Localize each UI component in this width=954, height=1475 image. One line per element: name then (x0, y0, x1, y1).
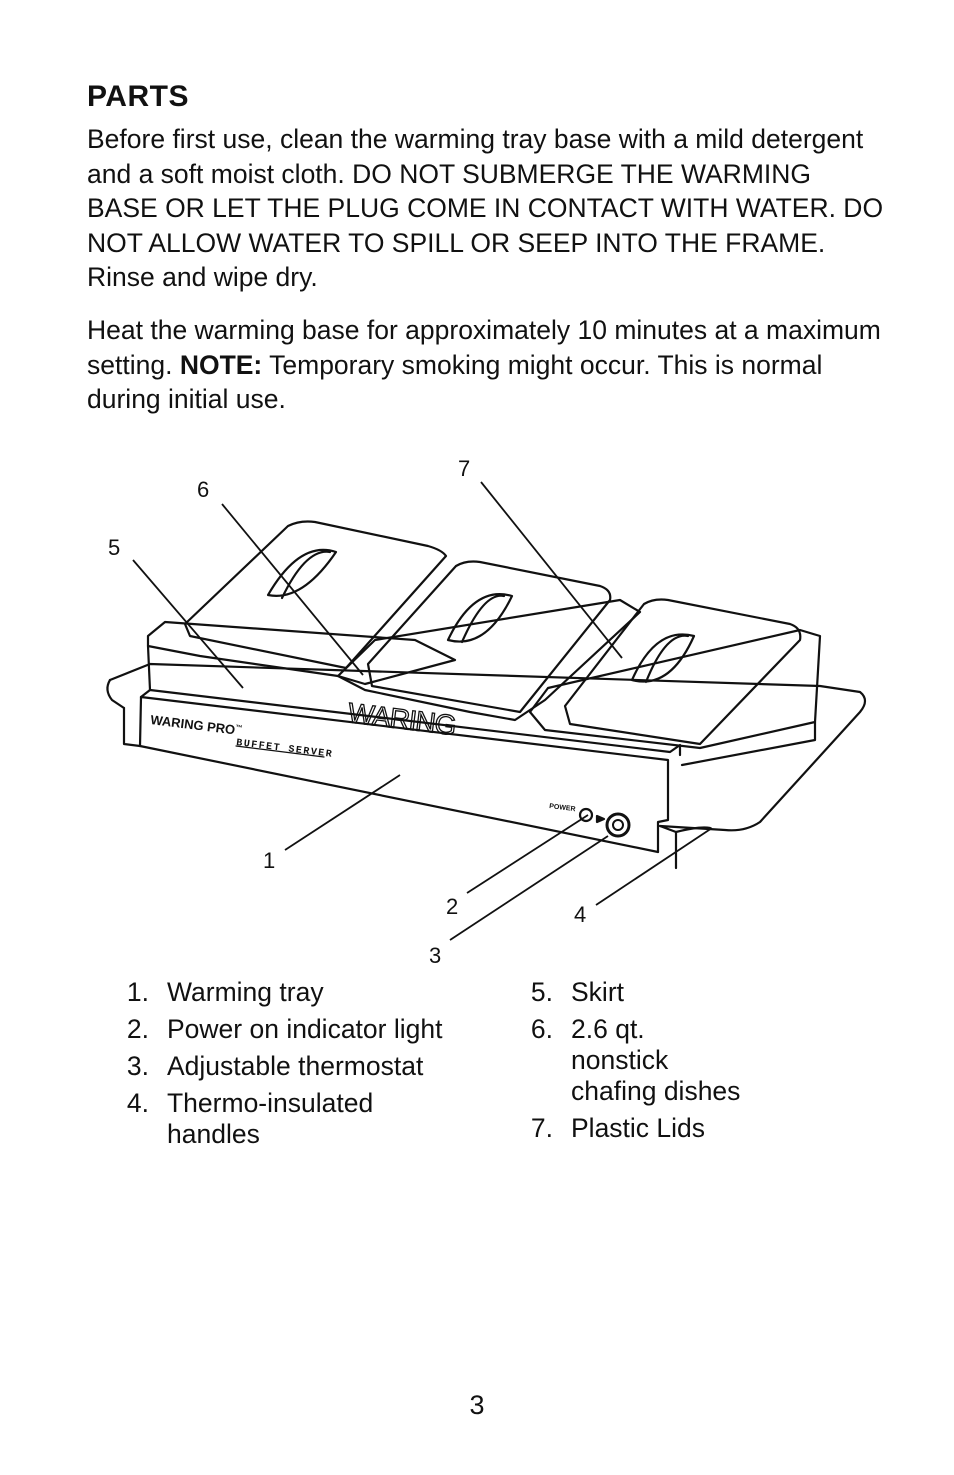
initial-heating-instructions: Heat the warming base for approximately … (87, 313, 887, 417)
note-label: NOTE: (179, 349, 263, 380)
leader-line-2 (466, 814, 589, 894)
leader-line-3 (449, 835, 609, 941)
parts-list-item: 3. Adjustable thermostat (105, 1051, 475, 1082)
lid-middle-handle (446, 593, 514, 644)
parts-list-item: 6. 2.6 qt. nonstick chafing dishes (509, 1014, 829, 1107)
power-label: POWER (549, 803, 576, 813)
leader-line-1 (284, 774, 401, 851)
parts-list-item: 4. Thermo-insulated handles (105, 1088, 475, 1150)
leader-line-7 (480, 481, 623, 659)
callout-3: 3 (429, 943, 441, 968)
lid-middle (366, 560, 612, 714)
part-label: Thermo-insulated handles (167, 1088, 374, 1149)
callout-6: 6 (197, 477, 209, 502)
parts-list-right: 5. Skirt 6. 2.6 qt. nonstick chafing dishe… (509, 977, 829, 1150)
note-text: Temporary smoking might occur. This is n… (87, 349, 823, 415)
buffet-server-diagram: WARING PRO™ BUFFET SERVER WARING POWER 1… (106, 456, 867, 968)
dish-left-side (146, 644, 152, 692)
callout-2: 2 (446, 894, 458, 919)
part-label: Plastic Lids (571, 1113, 706, 1143)
waring-logo: WARING (346, 697, 457, 741)
callout-7: 7 (458, 456, 470, 481)
lid-right (563, 598, 802, 746)
thermostat-knob (605, 812, 631, 838)
dish-right-side (680, 720, 817, 767)
dish-left-rim (146, 620, 457, 686)
product-label: BUFFET SERVER (236, 738, 334, 761)
handle-right (658, 824, 712, 870)
warming-tray-top-edge (139, 688, 682, 757)
dish-right-rim (528, 628, 822, 750)
leader-line-4 (595, 827, 713, 906)
parts-list-left: 1. Warming tray 2. Power on indicator ligh… (105, 977, 475, 1156)
part-number: 1. (126, 977, 149, 1007)
part-label: Adjustable thermostat (167, 1051, 424, 1081)
section-heading: PARTS (87, 80, 189, 113)
lid-left-handle (266, 548, 338, 600)
leader-line-5 (132, 559, 244, 689)
skirt-lip (106, 678, 126, 710)
warming-tray-front (122, 695, 670, 854)
cleaning-instructions: Before first use, clean the warming tray… (87, 124, 884, 292)
skirt-outline (108, 662, 867, 832)
lid-left (183, 520, 448, 670)
part-label: Skirt (571, 977, 624, 1007)
part-number: 3. (126, 1051, 149, 1081)
heating-text: Heat the warming base for approximately … (87, 315, 881, 380)
part-number: 5. (530, 977, 553, 1007)
part-number: 4. (126, 1088, 149, 1118)
power-indicator-light (578, 807, 594, 823)
parts-list-item: 2. Power on indicator light (105, 1014, 475, 1045)
warming-tray-bottom (138, 744, 660, 854)
callout-5: 5 (108, 535, 120, 560)
part-number: 2. (126, 1014, 149, 1044)
part-number: 6. (530, 1014, 553, 1044)
dish-middle-rim (336, 598, 642, 722)
brand-label: WARING PRO (150, 712, 236, 737)
callout-1: 1 (263, 848, 275, 873)
part-label: 2.6 qt. nonstick chafing dishes (571, 1014, 741, 1106)
callout-4: 4 (574, 902, 586, 927)
parts-list-item: 5. Skirt (509, 977, 829, 1008)
part-number: 7. (530, 1113, 553, 1143)
lid-right-handle (630, 633, 696, 684)
part-label: Power on indicator light (167, 1014, 443, 1044)
parts-list-item: 7. Plastic Lids (509, 1113, 829, 1144)
page-number: 3 (469, 1390, 485, 1420)
leader-line-6 (221, 503, 364, 676)
parts-list-item: 1. Warming tray (105, 977, 475, 1008)
brand-trademark: ™ (235, 724, 243, 732)
power-arrow-icon (595, 814, 606, 824)
part-label: Warming tray (167, 977, 324, 1007)
svg-text:WARING PRO™: WARING PRO™ (150, 712, 243, 738)
